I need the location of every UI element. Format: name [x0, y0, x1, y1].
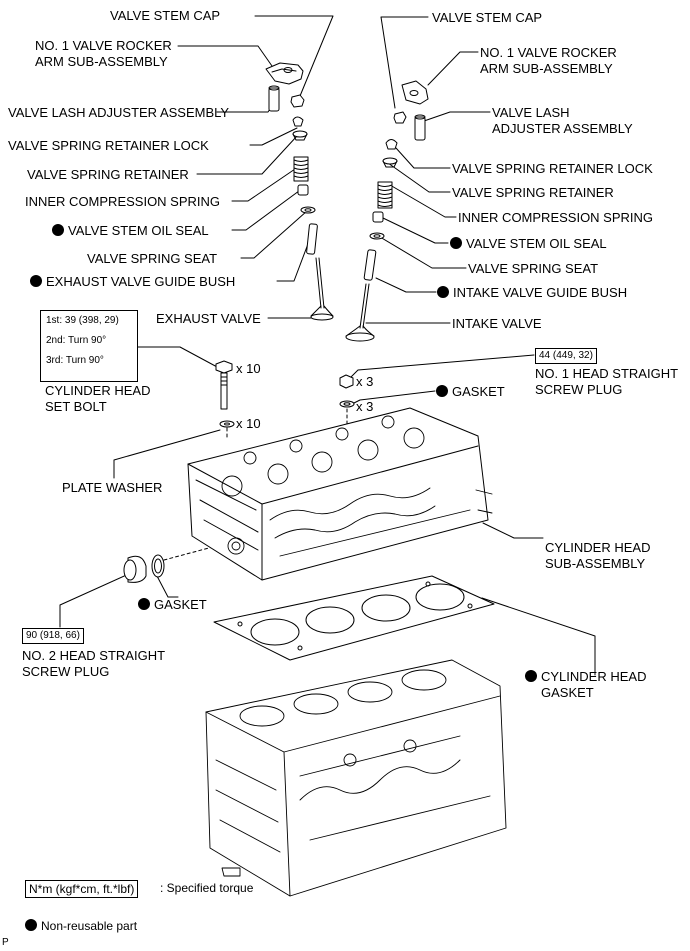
label-lash-adjuster-left: VALVE LASH ADJUSTER ASSEMBLY — [8, 105, 230, 120]
nonreusable-marker-icon — [437, 286, 449, 298]
torque-step-3: 3rd: Turn 90° — [46, 355, 104, 366]
label-exhaust-valve: EXHAUST VALVE — [156, 311, 261, 326]
nonreusable-marker-icon — [52, 224, 64, 236]
label-valve-stem-cap-right: VALVE STEM CAP — [432, 10, 543, 25]
label-valve-stem-cap-left: VALVE STEM CAP — [110, 8, 221, 23]
label-head-bolt-1: CYLINDER HEAD — [45, 383, 151, 398]
nonreusable-marker-icon — [138, 598, 150, 610]
label-spring-seat-right: VALVE SPRING SEAT — [468, 261, 599, 276]
label-rocker-arm-left-1: NO. 1 VALVE ROCKER — [35, 38, 172, 53]
bolt-quantity: x 10 — [236, 361, 261, 376]
label-inner-spring-left: INNER COMPRESSION SPRING — [25, 194, 221, 209]
bolt-and-plugs — [123, 360, 355, 583]
nonreusable-marker-icon — [436, 385, 448, 397]
plug1-quantity: x 3 — [356, 374, 374, 389]
label-rocker-arm-left-2: ARM SUB-ASSEMBLY — [35, 54, 168, 69]
legend-torque-box: N*m (kgf*cm, ft.*lbf) — [25, 880, 139, 898]
label-plug1-2: SCREW PLUG — [535, 382, 623, 397]
nonreusable-marker-icon — [525, 670, 537, 682]
label-retainer-lock-right: VALVE SPRING RETAINER LOCK — [452, 161, 653, 176]
exhaust-valve-stack — [265, 62, 334, 321]
washer-quantity: x 10 — [236, 416, 261, 431]
label-lash-adjuster-right-2: ADJUSTER ASSEMBLY — [492, 121, 633, 136]
nonreusable-marker-icon — [450, 237, 462, 249]
gasket-quantity: x 3 — [356, 399, 374, 414]
label-gasket-right: GASKET — [436, 384, 505, 399]
label-rocker-arm-right-1: NO. 1 VALVE ROCKER — [480, 45, 617, 60]
nonreusable-marker-icon — [25, 919, 37, 931]
nonreusable-marker-icon — [30, 275, 42, 287]
torque-step-2: 2nd: Turn 90° — [46, 335, 107, 346]
torque-step-1: 1st: 39 (398, 29) — [46, 315, 119, 326]
label-head-gasket-1: CYLINDER HEAD — [525, 669, 646, 684]
label-plug2-1: NO. 2 HEAD STRAIGHT — [22, 648, 166, 663]
label-exhaust-guide-bush: EXHAUST VALVE GUIDE BUSH — [30, 274, 235, 289]
label-intake-guide-bush: INTAKE VALVE GUIDE BUSH — [437, 285, 627, 300]
label-retainer-right: VALVE SPRING RETAINER — [452, 185, 614, 200]
label-head-subassembly-1: CYLINDER HEAD — [545, 540, 651, 555]
cylinder-head-drawing — [187, 407, 493, 581]
head-gasket-drawing — [213, 575, 495, 661]
label-head-subassembly-2: SUB-ASSEMBLY — [545, 556, 646, 571]
legend-torque-text: : Specified torque — [160, 881, 254, 895]
label-inner-spring-right: INNER COMPRESSION SPRING — [458, 210, 654, 225]
intake-valve-stack — [345, 80, 429, 342]
label-retainer-lock-left: VALVE SPRING RETAINER LOCK — [8, 138, 209, 153]
engine-block-drawing — [205, 659, 507, 897]
label-head-bolt-2: SET BOLT — [45, 399, 107, 414]
corner-mark: P — [2, 937, 9, 948]
torque-box-head-bolt: 1st: 39 (398, 29) 2nd: Turn 90° 3rd: Tur… — [40, 310, 138, 382]
label-lash-adjuster-right-1: VALVE LASH — [492, 105, 570, 120]
label-intake-valve: INTAKE VALVE — [452, 316, 542, 331]
label-plug1-1: NO. 1 HEAD STRAIGHT — [535, 366, 679, 381]
label-plate-washer: PLATE WASHER — [62, 480, 163, 495]
torque-box-plug1: 44 (449, 32) — [535, 348, 597, 364]
label-rocker-arm-right-2: ARM SUB-ASSEMBLY — [480, 61, 613, 76]
label-gasket-left: GASKET — [138, 597, 207, 612]
leader-lines — [59, 15, 596, 676]
label-retainer-left: VALVE SPRING RETAINER — [27, 167, 189, 182]
label-head-gasket-2: GASKET — [541, 685, 594, 700]
label-plug2-2: SCREW PLUG — [22, 664, 110, 679]
legend-nonreusable: Non-reusable part — [25, 919, 137, 934]
label-oil-seal-left: VALVE STEM OIL SEAL — [52, 223, 209, 238]
label-oil-seal-right: VALVE STEM OIL SEAL — [450, 236, 607, 251]
label-spring-seat-left: VALVE SPRING SEAT — [87, 251, 218, 266]
torque-box-plug2: 90 (918, 66) — [22, 628, 84, 644]
